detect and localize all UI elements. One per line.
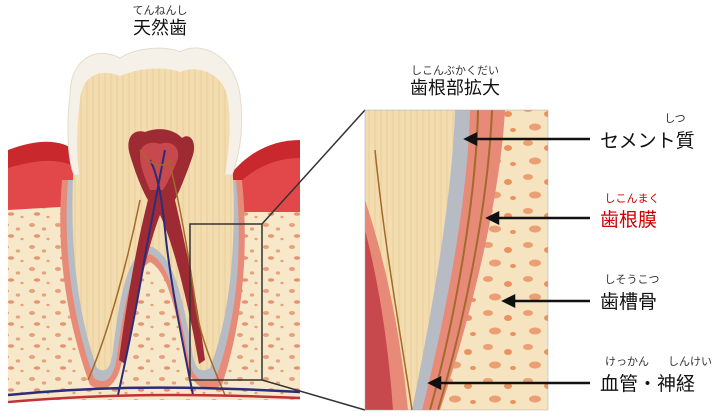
periodontal-ligament-label: 歯根膜 xyxy=(600,209,658,231)
cementum-label: セメント質 xyxy=(600,130,695,152)
vessel-nerve-label: 血管・神経 xyxy=(600,373,696,395)
zoom-region xyxy=(189,223,263,381)
periodontal-ligament-ruby: しこんまく xyxy=(604,192,660,205)
blood-vessel-ruby: けっかん xyxy=(605,355,649,368)
right-title: 歯根部拡大 xyxy=(410,78,500,99)
alveolar-bone-ruby: しそうこつ xyxy=(604,273,660,286)
left-title: 天然歯 xyxy=(133,18,187,39)
right-title-ruby: しこんぶかくだい xyxy=(411,64,499,77)
alveolar-bone-label: 歯槽骨 xyxy=(600,291,658,313)
cementum-ruby: しつ xyxy=(664,112,686,125)
left-title-ruby: てんねんし xyxy=(132,4,188,17)
nerve-ruby: しんけい xyxy=(668,355,712,368)
magnified-root xyxy=(365,110,548,410)
nerve-vessel xyxy=(149,159,194,396)
